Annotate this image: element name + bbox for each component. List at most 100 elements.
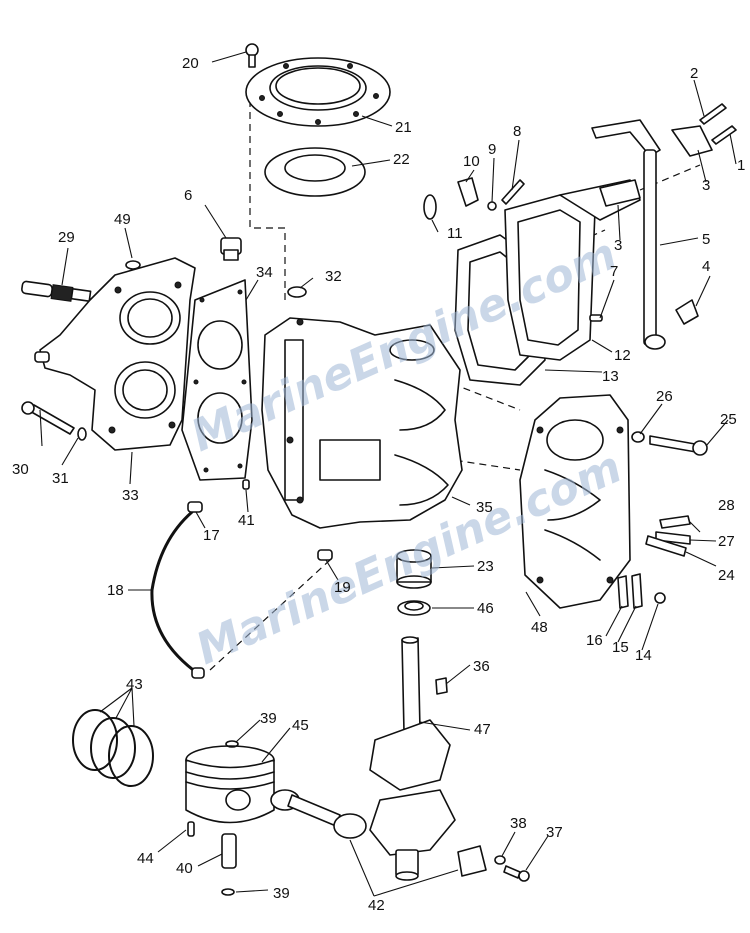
part-9-washer bbox=[487, 201, 497, 211]
part-28-screw bbox=[659, 515, 691, 529]
part-25-bolt-head bbox=[692, 440, 708, 456]
callout-3b: 3 bbox=[614, 237, 622, 254]
callout-29: 29 bbox=[58, 229, 75, 246]
callout-16: 16 bbox=[586, 632, 603, 649]
part-3-bracket-lower bbox=[599, 179, 641, 207]
callout-33: 33 bbox=[122, 487, 139, 504]
part-20-screw bbox=[245, 43, 259, 68]
callout-25: 25 bbox=[720, 411, 737, 428]
callout-28: 28 bbox=[718, 497, 735, 514]
part-23-bearing bbox=[396, 549, 432, 589]
part-21-cover-plate bbox=[245, 57, 391, 127]
callout-38: 38 bbox=[510, 815, 527, 832]
part-3-bracket bbox=[671, 125, 713, 157]
part-24-bolt bbox=[645, 535, 687, 557]
callout-34: 34 bbox=[256, 264, 273, 281]
callout-47: 47 bbox=[474, 721, 491, 738]
callout-9: 9 bbox=[488, 141, 496, 158]
callout-12: 12 bbox=[614, 347, 631, 364]
callout-45: 45 bbox=[292, 717, 309, 734]
callout-36: 36 bbox=[473, 658, 490, 675]
part-39-clip-upper bbox=[225, 740, 239, 748]
part-26-washer bbox=[631, 431, 645, 443]
callout-18: 18 bbox=[107, 582, 124, 599]
part-16-strip bbox=[617, 575, 629, 609]
part-44-needle bbox=[187, 821, 195, 837]
callout-5: 5 bbox=[702, 231, 710, 248]
callout-11: 11 bbox=[447, 225, 463, 242]
part-7-screw bbox=[589, 314, 603, 322]
part-46-seal bbox=[397, 600, 431, 616]
part-11-grommet bbox=[423, 194, 437, 220]
callout-30: 30 bbox=[12, 461, 29, 478]
callout-4: 4 bbox=[702, 258, 710, 275]
part-15-strip bbox=[631, 573, 643, 609]
callout-13: 13 bbox=[602, 368, 619, 385]
part-2-screw bbox=[699, 103, 727, 125]
part-38-washer bbox=[494, 855, 506, 865]
callout-22: 22 bbox=[393, 151, 410, 168]
callout-19: 19 bbox=[334, 579, 351, 596]
part-30-bolt bbox=[27, 404, 75, 435]
part-37-screw bbox=[503, 865, 521, 879]
callout-14: 14 bbox=[635, 647, 652, 664]
part-30-bolt-head bbox=[21, 401, 35, 415]
part-45-piston bbox=[185, 745, 275, 824]
part-40-wrist-pin bbox=[221, 833, 237, 869]
callout-15: 15 bbox=[612, 639, 629, 656]
part-36-key bbox=[435, 677, 448, 695]
part-10-bracket bbox=[457, 177, 479, 207]
callout-43: 43 bbox=[126, 676, 143, 693]
callout-48: 48 bbox=[531, 619, 548, 636]
part-37-screw-head bbox=[518, 870, 530, 882]
part-22-ring-gasket bbox=[264, 147, 366, 197]
callout-49: 49 bbox=[114, 211, 131, 228]
callout-39: 39 bbox=[260, 710, 277, 727]
part-29-spark-plug bbox=[21, 280, 92, 303]
leader-lines bbox=[39, 51, 737, 897]
callout-3: 3 bbox=[702, 177, 710, 194]
callout-8: 8 bbox=[513, 123, 521, 140]
callout-42: 42 bbox=[368, 897, 385, 914]
part-8-screw bbox=[501, 179, 525, 205]
part-42-connecting-rod bbox=[270, 789, 487, 877]
part-19-fitting bbox=[317, 549, 333, 561]
callout-1: 1 bbox=[737, 157, 745, 174]
callout-40: 40 bbox=[176, 860, 193, 877]
callout-24: 24 bbox=[718, 567, 735, 584]
callout-10: 10 bbox=[463, 153, 480, 170]
part-5-link-rod bbox=[591, 119, 666, 350]
callout-37: 37 bbox=[546, 824, 563, 841]
callout-27: 27 bbox=[718, 533, 735, 550]
part-34-head-gasket bbox=[181, 279, 253, 481]
callout-39b: 39 bbox=[273, 885, 290, 902]
part-47-crankshaft bbox=[369, 636, 456, 881]
part-35-crankcase bbox=[261, 317, 463, 529]
part-1-screw bbox=[711, 125, 737, 145]
callout-32: 32 bbox=[325, 268, 342, 285]
callout-6: 6 bbox=[184, 187, 192, 204]
part-18-hose bbox=[150, 510, 202, 677]
callout-35: 35 bbox=[476, 499, 493, 516]
part-42-rod-cap bbox=[457, 845, 487, 877]
part-48-crankcase-half bbox=[519, 394, 631, 609]
callout-31: 31 bbox=[52, 470, 69, 487]
part-17-fitting bbox=[187, 501, 203, 513]
part-14-screw bbox=[654, 592, 666, 604]
callout-21: 21 bbox=[395, 119, 412, 136]
callout-41: 41 bbox=[238, 512, 255, 529]
part-31-washer bbox=[77, 427, 87, 441]
callout-44: 44 bbox=[137, 850, 154, 867]
part-32-plug bbox=[287, 286, 307, 298]
callout-numbers: 1 2 3 3 4 5 6 7 8 9 10 11 12 13 14 15 16… bbox=[12, 55, 745, 914]
part-4-clip bbox=[675, 299, 699, 325]
callout-2: 2 bbox=[690, 65, 698, 82]
callout-17: 17 bbox=[203, 527, 220, 544]
callout-20: 20 bbox=[182, 55, 199, 72]
part-18-fitting bbox=[191, 667, 205, 679]
part-39-clip-lower bbox=[221, 888, 235, 896]
part-33-cylinder-head bbox=[34, 257, 196, 451]
callout-7: 7 bbox=[610, 263, 618, 280]
callout-46: 46 bbox=[477, 600, 494, 617]
